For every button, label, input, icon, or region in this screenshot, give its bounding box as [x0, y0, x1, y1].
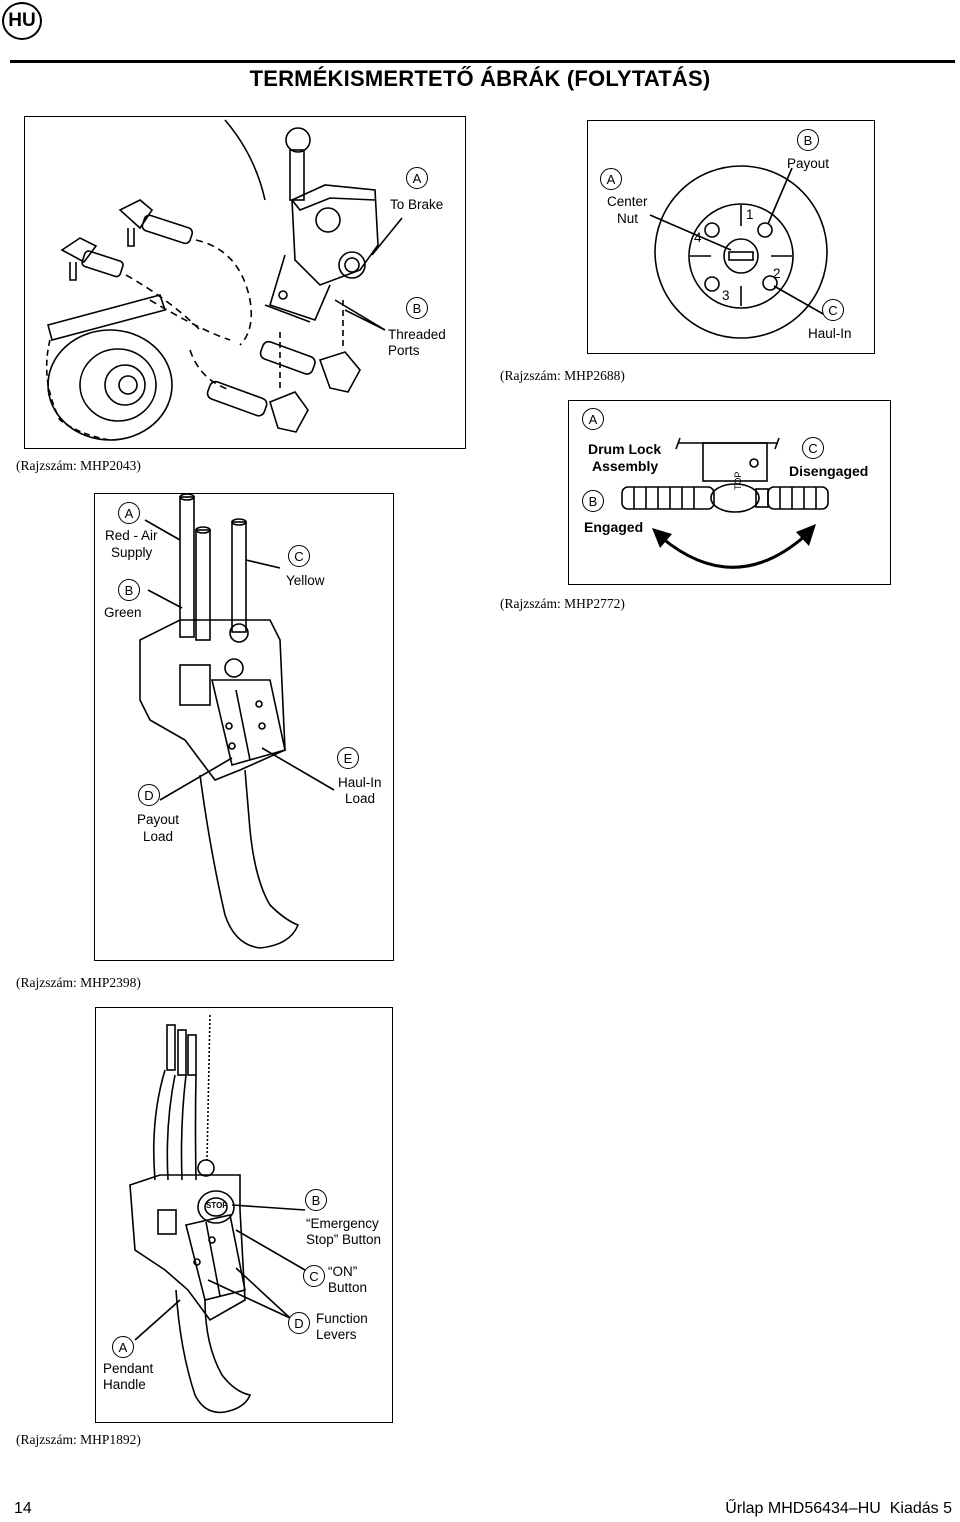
figure-mhp2688-bolt-4: 4: [694, 230, 702, 245]
figure-mhp2688-label-haul-in: Haul-In: [808, 326, 852, 341]
figure-mhp2688-callout-b: B: [797, 129, 819, 151]
figure-mhp1892-callout-b: B: [305, 1189, 327, 1211]
figure-mhp1892-label-pendant: Pendant: [103, 1361, 154, 1376]
figure-mhp2772-callout-b: B: [582, 490, 604, 512]
figure-mhp2688-label-nut: Nut: [617, 211, 639, 226]
figure-mhp2398-callout-b: B: [118, 579, 140, 601]
figure-mhp2772-label-drum-lock: Drum Lock: [588, 441, 662, 457]
figure-mhp2772-label-disengaged: Disengaged: [789, 463, 869, 479]
figure-mhp2398-label-payout: Payout: [137, 812, 180, 827]
figure-mhp2398-label-haul-in: Haul-In: [338, 775, 382, 790]
figure-mhp2043-label-to-brake: To Brake: [390, 197, 444, 212]
figure-mhp2398-label-supply: Supply: [111, 545, 153, 560]
figure-mhp2398-label-green: Green: [104, 605, 142, 620]
figure-mhp2688-callout-a: A: [600, 168, 622, 190]
figure-mhp2398-label-payout-load: Load: [143, 829, 174, 844]
figure-mhp2688-bolt-3: 3: [722, 288, 730, 303]
figure-mhp2043-caption: (Rajzszám: MHP2043): [16, 458, 141, 473]
figure-mhp2772-label-engaged: Engaged: [584, 519, 644, 535]
figure-mhp2398-caption: (Rajzszám: MHP2398): [16, 975, 141, 990]
figure-mhp2688-caption: (Rajzszám: MHP2688): [500, 368, 625, 383]
figure-mhp2688-label-payout: Payout: [787, 156, 830, 171]
header-rule: [10, 60, 955, 63]
figure-mhp1892-label-function: Function: [316, 1311, 368, 1326]
figure-mhp2043-label-ports: Ports: [388, 343, 420, 358]
page-number: 14: [14, 1500, 32, 1517]
figure-mhp1892-label-on-button: Button: [328, 1280, 368, 1295]
figure-mhp2398-callout-a: A: [118, 502, 140, 524]
figure-mhp1892-label-levers: Levers: [316, 1327, 357, 1342]
figure-mhp2688-callout-c: C: [822, 299, 844, 321]
figure-mhp2043-callout-b: B: [406, 297, 428, 319]
figure-mhp1892-label-stop-button: Stop” Button: [306, 1232, 382, 1247]
figure-mhp1892-stop-mark: STOP: [206, 1201, 228, 1210]
figure-mhp1892-label-emergency: “Emergency: [306, 1216, 379, 1231]
figure-mhp1892-label-handle: Handle: [103, 1377, 146, 1392]
figure-mhp2398-label-haul-in-load: Load: [345, 791, 376, 806]
figure-mhp2043-label-threaded: Threaded: [388, 327, 446, 342]
figure-mhp2772-callout-a: A: [582, 408, 604, 430]
figure-mhp1892-caption: (Rajzszám: MHP1892): [16, 1432, 141, 1447]
figure-mhp2043-frame: [24, 116, 466, 449]
figure-mhp2398-callout-c: C: [288, 545, 310, 567]
figure-mhp2772-label-assembly: Assembly: [592, 458, 659, 474]
figure-mhp1892-label-on: “ON”: [328, 1264, 358, 1279]
figure-mhp1892-callout-d: D: [288, 1312, 310, 1334]
page-title: TERMÉKISMERTETŐ ÁBRÁK (FOLYTATÁS): [249, 66, 711, 91]
figure-mhp1892-callout-a: A: [112, 1336, 134, 1358]
figure-mhp2688-label-center: Center: [607, 194, 648, 209]
figure-mhp1892-callout-c: C: [303, 1265, 325, 1287]
figure-mhp2398-callout-e: E: [337, 747, 359, 769]
figure-mhp2688-bolt-1: 1: [746, 207, 754, 222]
figure-mhp2398-label-yellow: Yellow: [286, 573, 325, 588]
figure-mhp2688-bolt-2: 2: [773, 266, 781, 281]
figure-mhp2398-callout-d: D: [138, 784, 160, 806]
figure-mhp2772-callout-c: C: [802, 437, 824, 459]
figure-mhp2043-callout-a: A: [406, 167, 428, 189]
figure-mhp2772-caption: (Rajzszám: MHP2772): [500, 596, 625, 611]
figure-mhp1892-frame: [95, 1007, 393, 1423]
language-badge: HU: [2, 2, 42, 40]
figure-mhp2398-label-red-air: Red - Air: [105, 528, 158, 543]
form-info: Űrlap MHD56434–HU Kiadás 5: [725, 1500, 952, 1517]
